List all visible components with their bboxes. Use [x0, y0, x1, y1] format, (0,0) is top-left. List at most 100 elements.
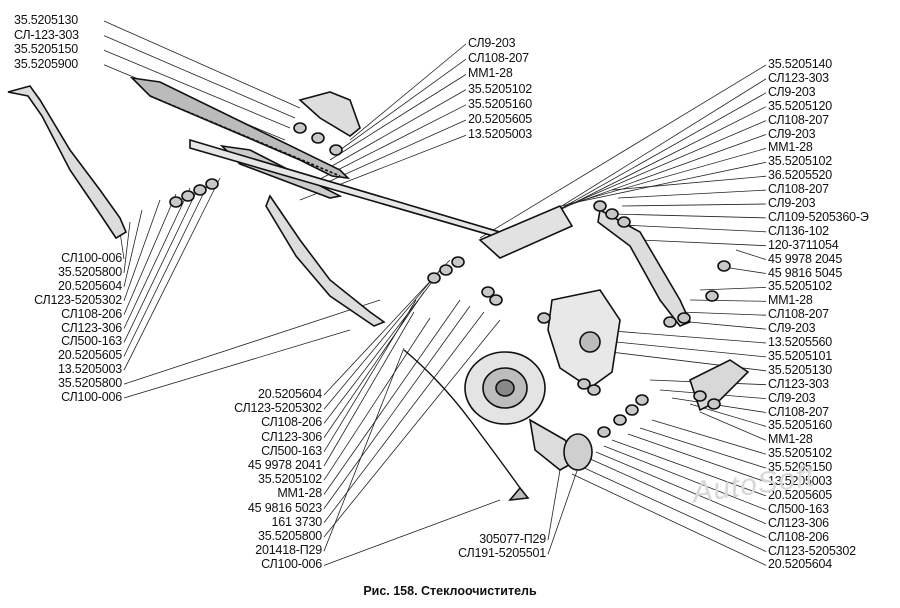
- part-label: 35.5205102: [257, 472, 322, 487]
- leader-line: [699, 287, 767, 291]
- part-label: 35.5205150: [768, 460, 833, 475]
- leader-line: [323, 305, 471, 509]
- part-label: 35.5205900: [14, 56, 79, 71]
- part-label: СЛ9-203: [768, 126, 816, 141]
- part-label: 20.5205604: [257, 387, 322, 401]
- part-label: 35.5205160: [468, 96, 533, 111]
- leader-line: [323, 299, 461, 495]
- leader-line: [611, 175, 767, 191]
- part-label: СЛ123-5205302: [34, 292, 122, 307]
- washer-part: [329, 144, 343, 156]
- washer-part: [593, 200, 607, 212]
- washer-part: [677, 312, 691, 324]
- part-label: СЛ123-306: [61, 320, 122, 335]
- part-label: 35.5205130: [768, 362, 833, 377]
- part-label: СЛ123-306: [768, 515, 829, 530]
- part-label: СЛ9-203: [768, 196, 816, 210]
- washer-part: [613, 414, 627, 426]
- leader-line: [323, 347, 405, 552]
- washer-part: [537, 312, 551, 324]
- leader-line: [349, 43, 467, 141]
- leader-line: [639, 239, 767, 247]
- part-label: 13.5205003: [468, 127, 533, 142]
- leader-line: [103, 49, 291, 129]
- part-label: ММ1-28: [768, 293, 813, 308]
- leader-line: [627, 433, 767, 483]
- leader-line: [735, 249, 767, 260]
- leader-line: [567, 161, 767, 205]
- washer-part: [193, 184, 207, 196]
- part-label: СЛ500-163: [768, 501, 829, 516]
- leader-line: [729, 267, 767, 274]
- part-label: СЛ108-206: [768, 529, 829, 544]
- leader-line: [103, 20, 301, 109]
- leader-line: [339, 58, 467, 151]
- leader-line: [587, 457, 767, 538]
- part-label: СЛ191-5205501: [458, 546, 546, 561]
- leader-line: [123, 187, 191, 329]
- washer-part: [693, 390, 707, 402]
- part-label: 45 9816 5045: [768, 265, 843, 280]
- leader-line: [323, 311, 485, 524]
- leader-line: [119, 231, 125, 260]
- part-label: 20.5205604: [57, 278, 122, 293]
- part-label: 45 9978 2045: [768, 251, 843, 266]
- washer-part: [293, 122, 307, 134]
- part-label: 201418-П29: [255, 543, 322, 558]
- part-label: СЛ123-5205302: [234, 401, 322, 416]
- part-label: СЛ108-207: [468, 51, 529, 66]
- part-label: 20.5205605: [768, 487, 833, 502]
- washer-part: [169, 196, 183, 208]
- part-label: СЛ500-163: [61, 334, 122, 349]
- leader-line: [323, 499, 501, 566]
- leader-line: [103, 35, 296, 119]
- leader-line: [123, 209, 143, 287]
- part-label: 305077-П29: [479, 532, 546, 546]
- leader-line: [547, 120, 767, 215]
- leader-line: [595, 339, 767, 358]
- part-label: 35.5205120: [768, 98, 833, 113]
- part-label: СЛ108-207: [768, 112, 829, 127]
- part-label: 35.5205800: [57, 264, 122, 279]
- part-label: 35.5205101: [768, 348, 833, 363]
- leader-line: [679, 311, 767, 316]
- part-label: 35.5205160: [768, 418, 833, 433]
- part-label: 35.5205102: [768, 154, 833, 169]
- leader-line: [699, 411, 767, 441]
- part-label: СЛ9-203: [768, 84, 816, 99]
- washer-part: [489, 294, 503, 306]
- leader-line: [689, 299, 767, 302]
- part-label: СЛ109-5205360-Э: [768, 209, 869, 224]
- part-label: СЛ500-163: [261, 443, 322, 458]
- part-label: 20.5205605: [57, 348, 122, 363]
- leader-line: [323, 311, 415, 467]
- washer-part: [427, 272, 441, 284]
- leader-line: [324, 89, 467, 171]
- leader-line: [603, 445, 767, 511]
- leader-line: [579, 465, 767, 552]
- part-label: СЛ123-306: [261, 429, 322, 444]
- part-label: СЛ108-206: [61, 306, 122, 321]
- leader-line: [323, 269, 441, 410]
- leader-line: [639, 427, 767, 469]
- part-label: 45 9978 2041: [247, 458, 322, 472]
- part-label: 20.5205605: [468, 112, 533, 126]
- leader-line: [123, 221, 131, 273]
- part-label: СЛ123-303: [768, 376, 829, 391]
- leader-line: [571, 473, 767, 566]
- part-label: СЛ108-207: [768, 307, 829, 322]
- washer-part: [705, 290, 719, 302]
- part-label: 35.5205800: [57, 376, 122, 391]
- part-label: 35.5205140: [768, 57, 833, 71]
- part-label: ММ1-28: [277, 486, 322, 501]
- washer-part: [481, 286, 495, 298]
- washer-part: [625, 404, 639, 416]
- part-label: СЛ-123-303: [14, 27, 79, 42]
- part-label: 13.5205003: [768, 474, 833, 488]
- part-label: 35.5205130: [14, 13, 79, 27]
- washer-part: [587, 384, 601, 396]
- washer-part: [439, 264, 453, 276]
- leader-line: [561, 148, 767, 207]
- leader-line: [323, 291, 425, 438]
- part-label: СЛ100-006: [61, 390, 122, 404]
